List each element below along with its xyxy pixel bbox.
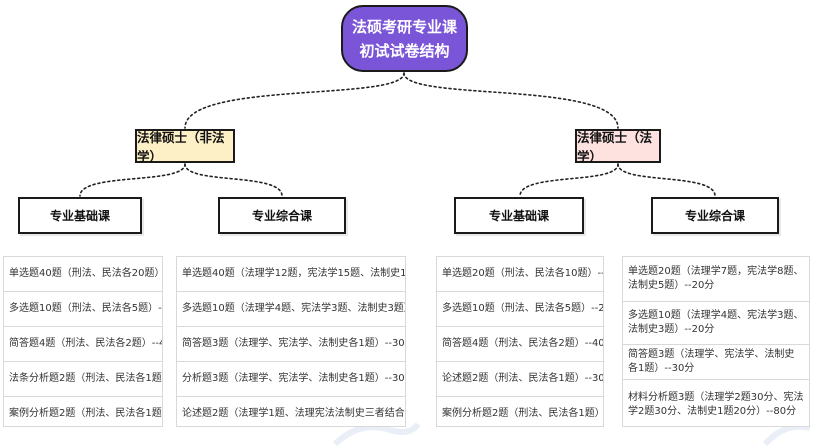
card-non-law-comprehensive: 单选题40题（法理学12题，宪法学15题、法制史13题）--40分 多选题10题…: [176, 256, 406, 427]
category-non-law-comprehensive: 专业综合课: [218, 197, 346, 234]
connector-right-cat2: [617, 163, 716, 197]
list-item: 单选题40题（法理学12题，宪法学15题、法制史13题）--40分: [177, 257, 405, 292]
connector-left-cat2: [184, 163, 283, 197]
list-item: 案例分析题2题（刑法、民法各1题）--40分: [442, 408, 603, 419]
list-item: 多选题10题（刑法、民法各5题）--20分: [437, 292, 603, 327]
list-item: 单选题40题（刑法、民法各20题）--40分: [4, 257, 162, 292]
card-law-basic: 单选题20题（刑法、民法各10题）--20分 多选题10题（刑法、民法各5题）-…: [436, 256, 604, 427]
list-item: 法条分析题2题（刑法、民法各1题）--20分: [4, 362, 162, 397]
root-title-line2: 初试试卷结构: [359, 41, 450, 60]
list-item: 论述题2题（法理学1题、法理宪法法制史三者结合题）--30分: [182, 408, 405, 419]
list-item: 多选题10题（法理学4题、宪法学3题、法制史3题）--20分: [177, 292, 405, 327]
connector-right-cat1: [519, 163, 619, 197]
list-item: 简答题3题（法理学、宪法学、法制史各1题）--30分: [177, 327, 405, 362]
list-item: 多选题10题（法理学4题、宪法学3题、法制史3题）--20分: [623, 302, 809, 345]
watermark-logo: [332, 422, 420, 446]
card-non-law-basic: 单选题40题（刑法、民法各20题）--40分 多选题10题（刑法、民法各5题）-…: [3, 256, 163, 427]
list-item: 多选题10题（刑法、民法各5题）--20分: [4, 292, 162, 327]
list-item: 简答题4题（刑法、民法各2题）--40分: [437, 327, 603, 362]
list-item: 单选题20题（刑法、民法各10题）--20分: [437, 257, 603, 292]
list-item: 简答题3题（法理学、宪法学、法制史各1题）--30分: [623, 345, 809, 380]
list-item: 单选题20题（法理学7题，宪法学8题、法制史5题）--20分: [623, 257, 809, 302]
category-law-basic: 专业基础课: [454, 197, 584, 234]
list-item: 简答题4题（刑法、民法各2题）--40分: [4, 327, 162, 362]
list-item: 分析题3题（法理学、宪法学、法制史各1题）--30分: [177, 362, 405, 397]
root-title-line1: 法硕考研专业课: [351, 17, 457, 36]
category-non-law-basic: 专业基础课: [18, 197, 142, 234]
watermark-logo-right: [762, 423, 811, 446]
connector-left-cat1: [79, 163, 186, 197]
connector-root-right: [403, 72, 619, 129]
branch-non-law: 法律硕士（非法学）: [135, 129, 235, 164]
root-node: 法硕考研专业课 初试试卷结构: [341, 5, 468, 72]
list-item: 材料分析题3题（法理学2题30分、宪法学2题30分、法制史1题20分）--80分: [628, 391, 804, 417]
category-law-comprehensive: 专业综合课: [651, 197, 779, 234]
list-item: 论述题2题（刑法、民法各1题）--30分: [437, 362, 603, 397]
connector-root-left: [184, 72, 405, 129]
branch-law: 法律硕士（法学）: [575, 129, 661, 164]
card-law-comprehensive: 单选题20题（法理学7题，宪法学8题、法制史5题）--20分 多选题10题（法理…: [622, 256, 810, 427]
list-item: 案例分析题2题（刑法、民法各1题）--30分: [9, 408, 162, 419]
